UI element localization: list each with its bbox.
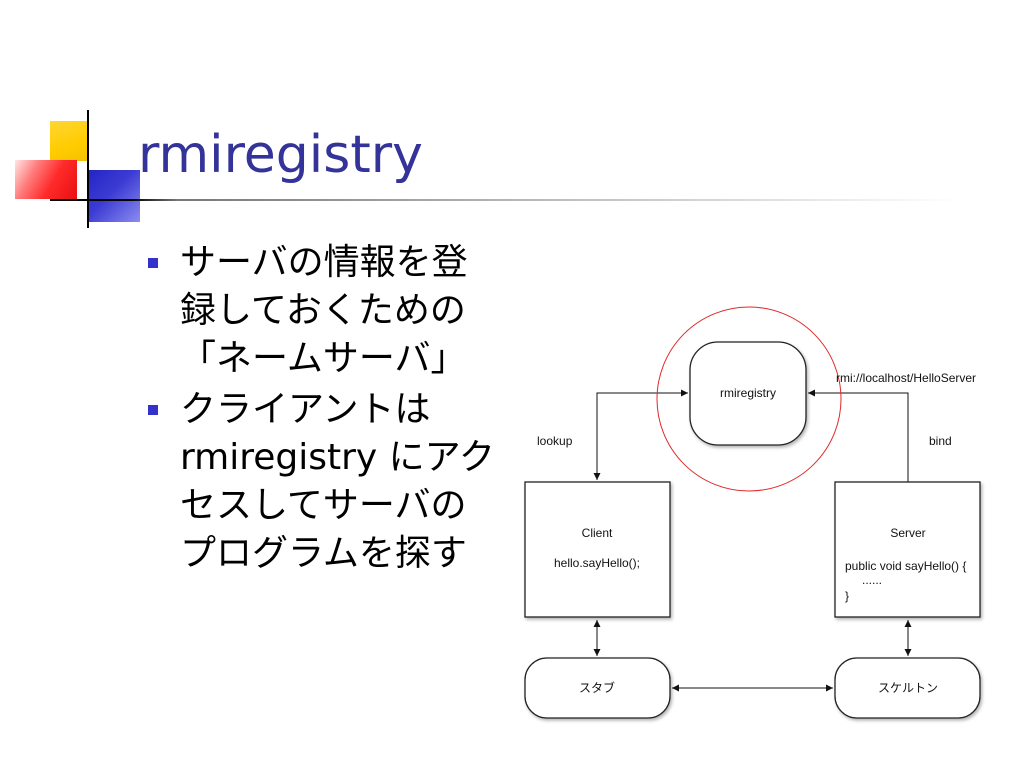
highlight-circle bbox=[656, 306, 842, 492]
bullet-line: クライアントは bbox=[180, 389, 431, 430]
logo-red-square bbox=[15, 160, 77, 199]
server-node bbox=[834, 481, 981, 618]
client-node bbox=[524, 481, 671, 618]
server-node-code-line: ...... bbox=[862, 573, 882, 587]
bullet-line: プログラムを探す bbox=[180, 533, 467, 574]
lookup-label: lookup bbox=[537, 434, 573, 448]
bullet-line: 「ネームサーバ」 bbox=[180, 338, 467, 379]
server-node-code-line: public void sayHello() { bbox=[845, 559, 966, 573]
logo-vertical-line bbox=[87, 110, 89, 228]
bullet-line: サーバの情報を登 bbox=[180, 242, 468, 283]
rmiregistry-node bbox=[689, 341, 807, 446]
registry-url-label: rmi://localhost/HelloServer bbox=[836, 371, 976, 385]
server-node-code-line: } bbox=[845, 589, 849, 603]
bullet-marker bbox=[148, 258, 158, 268]
bullet-line: 録しておくための bbox=[180, 290, 466, 331]
bullet-line: セスしてサーバの bbox=[180, 485, 467, 526]
logo-yellow-square bbox=[50, 121, 88, 161]
title-underline bbox=[50, 199, 960, 201]
bind-label: bind bbox=[929, 434, 952, 448]
skeleton-node bbox=[834, 657, 981, 719]
logo-blue-square bbox=[88, 170, 140, 222]
rmiregistry-node-label: rmiregistry bbox=[720, 386, 776, 400]
bullet-item: サーバの情報を登 録しておくための 「ネームサーバ」 bbox=[180, 239, 468, 383]
bullet-item: クライアントは rmiregistry にアク セスしてサーバの プログラムを探… bbox=[180, 386, 495, 578]
stub-node-label: スタブ bbox=[579, 680, 615, 695]
stub-node bbox=[524, 657, 671, 719]
bind-arrow bbox=[808, 389, 909, 482]
client-node-title: Client bbox=[582, 526, 613, 540]
slide-title: rmiregistry bbox=[138, 125, 423, 185]
server-node-title: Server bbox=[890, 526, 925, 540]
bullet-marker bbox=[148, 405, 158, 415]
client-node-code: hello.sayHello(); bbox=[554, 556, 640, 570]
lookup-arrow bbox=[593, 389, 688, 480]
skeleton-node-label: スケルトン bbox=[878, 681, 938, 695]
bullet-line: rmiregistry にアク bbox=[180, 437, 495, 478]
